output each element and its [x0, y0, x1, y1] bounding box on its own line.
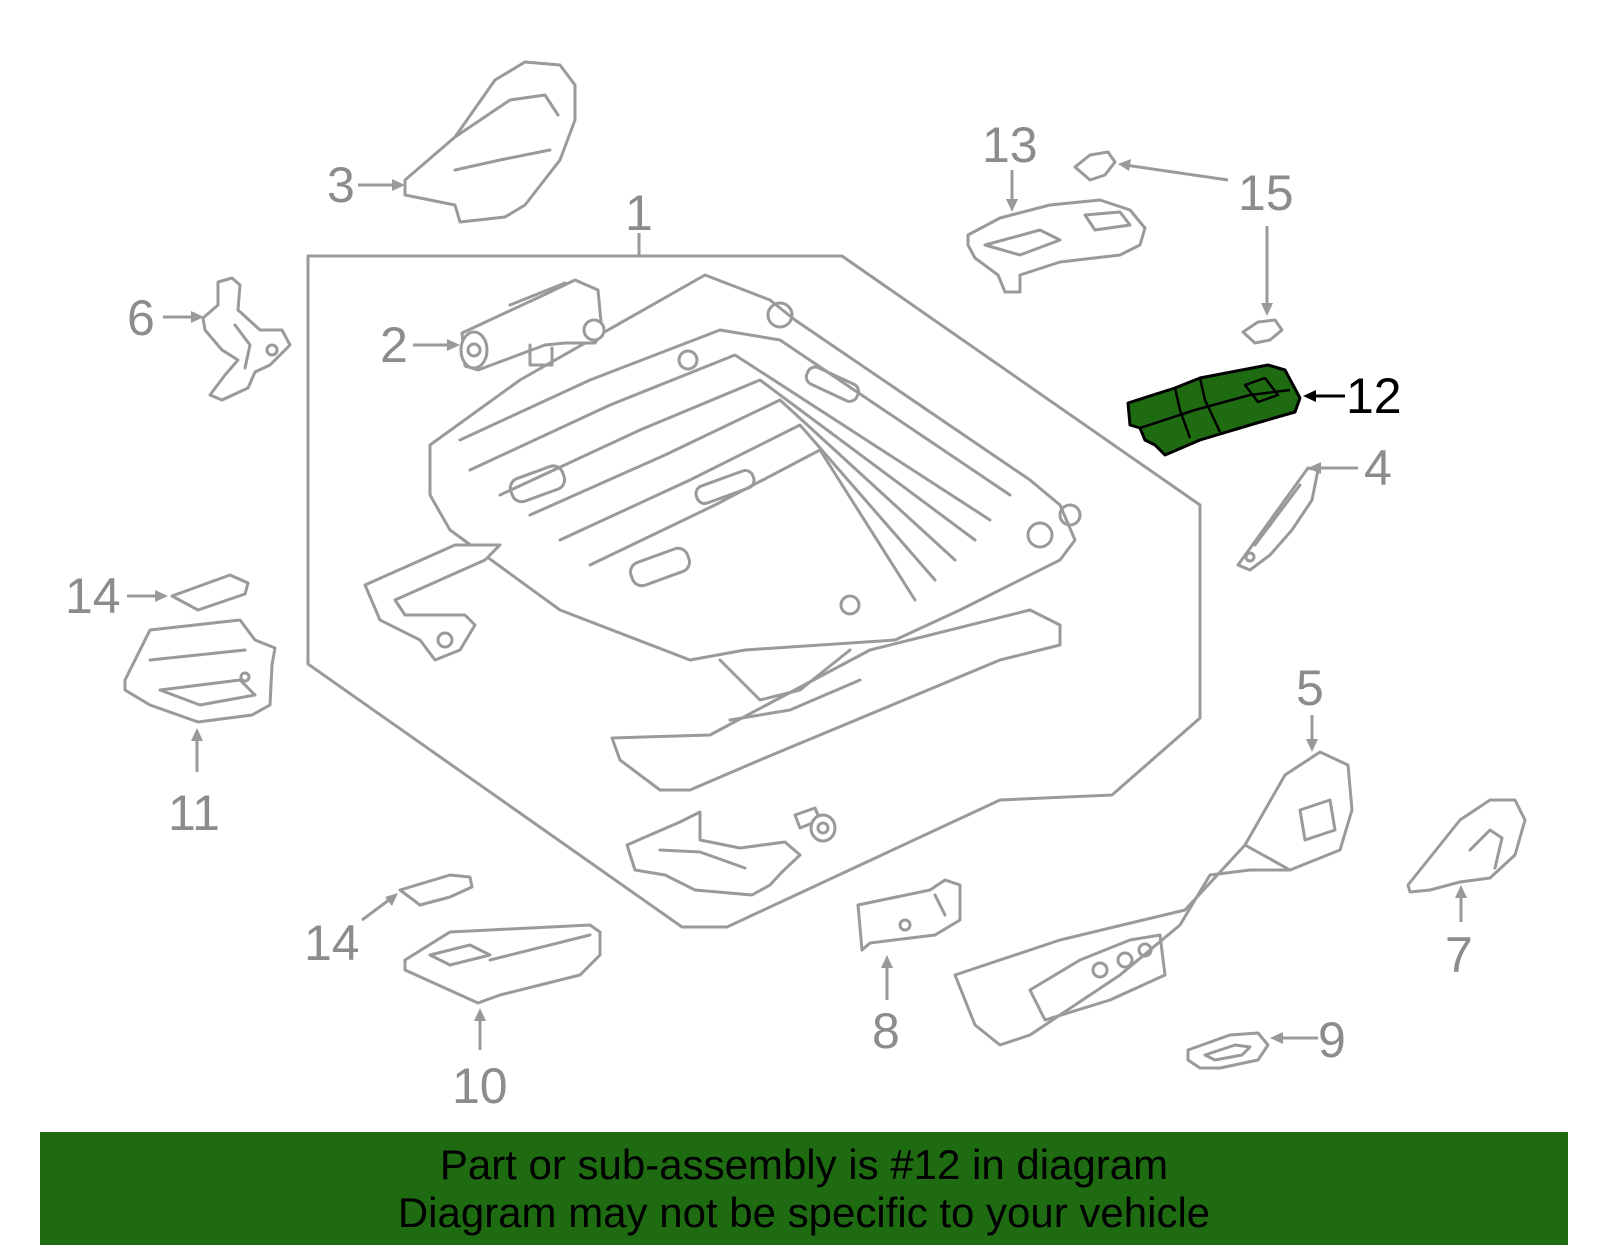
- hardware-bolt: [793, 806, 837, 843]
- callout-10: 10: [452, 1058, 508, 1114]
- part-6-hinge-bracket[interactable]: [201, 276, 292, 402]
- callout-13: 13: [982, 117, 1038, 173]
- callout-3: 3: [327, 157, 355, 213]
- part-11-tray[interactable]: [123, 618, 277, 724]
- part-12-highlighted-trim[interactable]: [1126, 363, 1302, 457]
- hardware-clip-bracket: [625, 810, 802, 897]
- part-15-clip-lower[interactable]: [1241, 318, 1284, 345]
- part-14-cover-lower[interactable]: [398, 873, 474, 907]
- callout-7: 7: [1445, 927, 1473, 983]
- callout-14-lower: 14: [304, 915, 360, 971]
- part-9-bezel[interactable]: [1186, 1031, 1270, 1070]
- callout-5: 5: [1296, 660, 1324, 716]
- assembly-1-boundary: [306, 254, 1202, 929]
- callout-15: 15: [1238, 165, 1294, 221]
- callout-11: 11: [168, 785, 220, 841]
- callout-2: 2: [380, 317, 408, 373]
- part-7-cover[interactable]: [1406, 798, 1527, 894]
- part-3-upper-trim[interactable]: [403, 60, 577, 224]
- part-5-side-shield[interactable]: [953, 750, 1354, 1047]
- part-15-clip-upper[interactable]: [1073, 150, 1117, 182]
- callout-8: 8: [872, 1003, 900, 1059]
- callout-9: 9: [1318, 1012, 1346, 1068]
- callout-1: 1: [625, 185, 653, 241]
- part-2-seat-motor[interactable]: [459, 278, 606, 372]
- part-10-lower-trim[interactable]: [403, 923, 602, 1005]
- part-4-bracket[interactable]: [1236, 466, 1320, 572]
- callout-12: 12: [1346, 368, 1402, 424]
- part-1-seat-frame[interactable]: [363, 273, 1082, 792]
- info-banner: Part or sub-assembly is #12 in diagram D…: [40, 1132, 1568, 1245]
- callout-6: 6: [127, 290, 155, 346]
- callout-4: 4: [1364, 440, 1392, 496]
- part-13-trim[interactable]: [966, 198, 1147, 294]
- banner-line-2: Diagram may not be specific to your vehi…: [397, 1188, 1211, 1236]
- callout-14-upper: 14: [65, 568, 121, 624]
- part-8-bracket[interactable]: [856, 878, 962, 952]
- part-14-cover-upper[interactable]: [170, 573, 250, 612]
- banner-line-1: Part or sub-assembly is #12 in diagram: [439, 1140, 1169, 1188]
